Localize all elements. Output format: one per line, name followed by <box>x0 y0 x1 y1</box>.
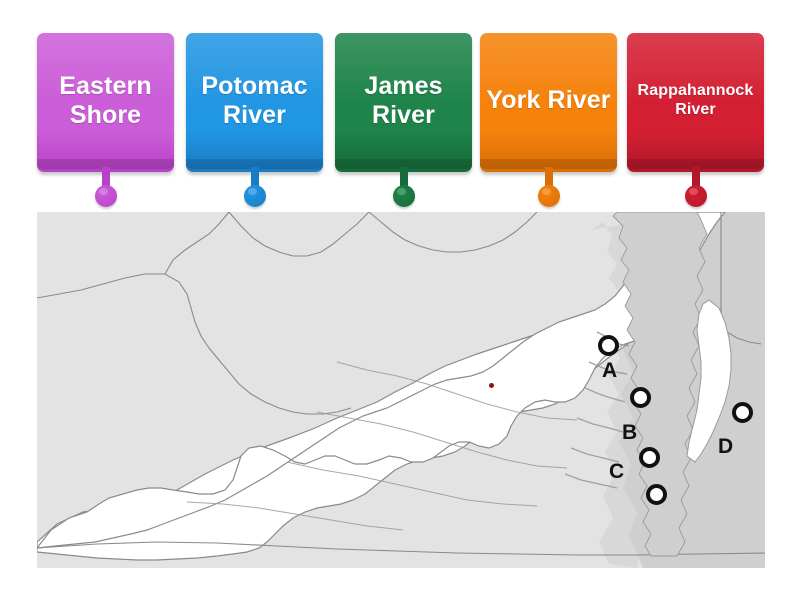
pin-knob[interactable] <box>392 185 415 207</box>
map-marker-d[interactable] <box>732 402 753 423</box>
label-card-text: Rappahannock River <box>637 82 754 118</box>
map-marker-c-label: C <box>609 460 625 483</box>
pin-stem <box>691 167 700 193</box>
label-card-body[interactable]: York River <box>480 33 617 172</box>
label-card-body[interactable]: Rappahannock River <box>627 33 764 172</box>
capital-city-dot <box>489 383 494 388</box>
map-image <box>37 212 765 568</box>
label-card-pin <box>243 167 266 213</box>
label-card-pin <box>537 167 560 213</box>
pin-knob[interactable] <box>243 185 266 207</box>
pin-stem <box>544 167 553 193</box>
pin-stem <box>101 167 110 193</box>
label-card-rappahannock-river[interactable]: Rappahannock River <box>627 33 764 207</box>
map-marker-a-label: A <box>602 359 618 382</box>
pin-stem <box>399 167 408 193</box>
label-card-pin <box>94 167 117 213</box>
map-marker-b-label: B <box>622 421 638 444</box>
map-marker-e[interactable] <box>646 484 667 505</box>
label-card-york-river[interactable]: York River <box>480 33 617 207</box>
label-card-pin <box>684 167 707 213</box>
label-card-potomac-river[interactable]: Potomac River <box>186 33 323 207</box>
label-card-eastern-shore[interactable]: Eastern Shore <box>37 33 174 207</box>
map-marker-c[interactable] <box>639 447 660 468</box>
label-card-text: Potomac River <box>201 71 308 130</box>
map-vector <box>37 212 765 568</box>
map-marker-d-label: D <box>718 435 734 458</box>
map-geography <box>37 212 765 557</box>
label-card-body[interactable]: Eastern Shore <box>37 33 174 172</box>
label-card-text: York River <box>486 86 611 115</box>
pin-knob[interactable] <box>684 185 707 207</box>
pin-knob[interactable] <box>94 185 117 207</box>
map-marker-a[interactable] <box>598 335 619 356</box>
label-card-body[interactable]: James River <box>335 33 472 172</box>
label-card-pin <box>392 167 415 213</box>
label-card-text: Eastern Shore <box>59 71 152 130</box>
label-card-body[interactable]: Potomac River <box>186 33 323 172</box>
label-card-row: Eastern Shore Potomac River James River <box>37 33 765 207</box>
pin-stem <box>250 167 259 193</box>
pin-knob[interactable] <box>537 185 560 207</box>
label-card-text: James River <box>364 71 443 130</box>
map-marker-b[interactable] <box>630 387 651 408</box>
label-card-james-river[interactable]: James River <box>335 33 472 207</box>
